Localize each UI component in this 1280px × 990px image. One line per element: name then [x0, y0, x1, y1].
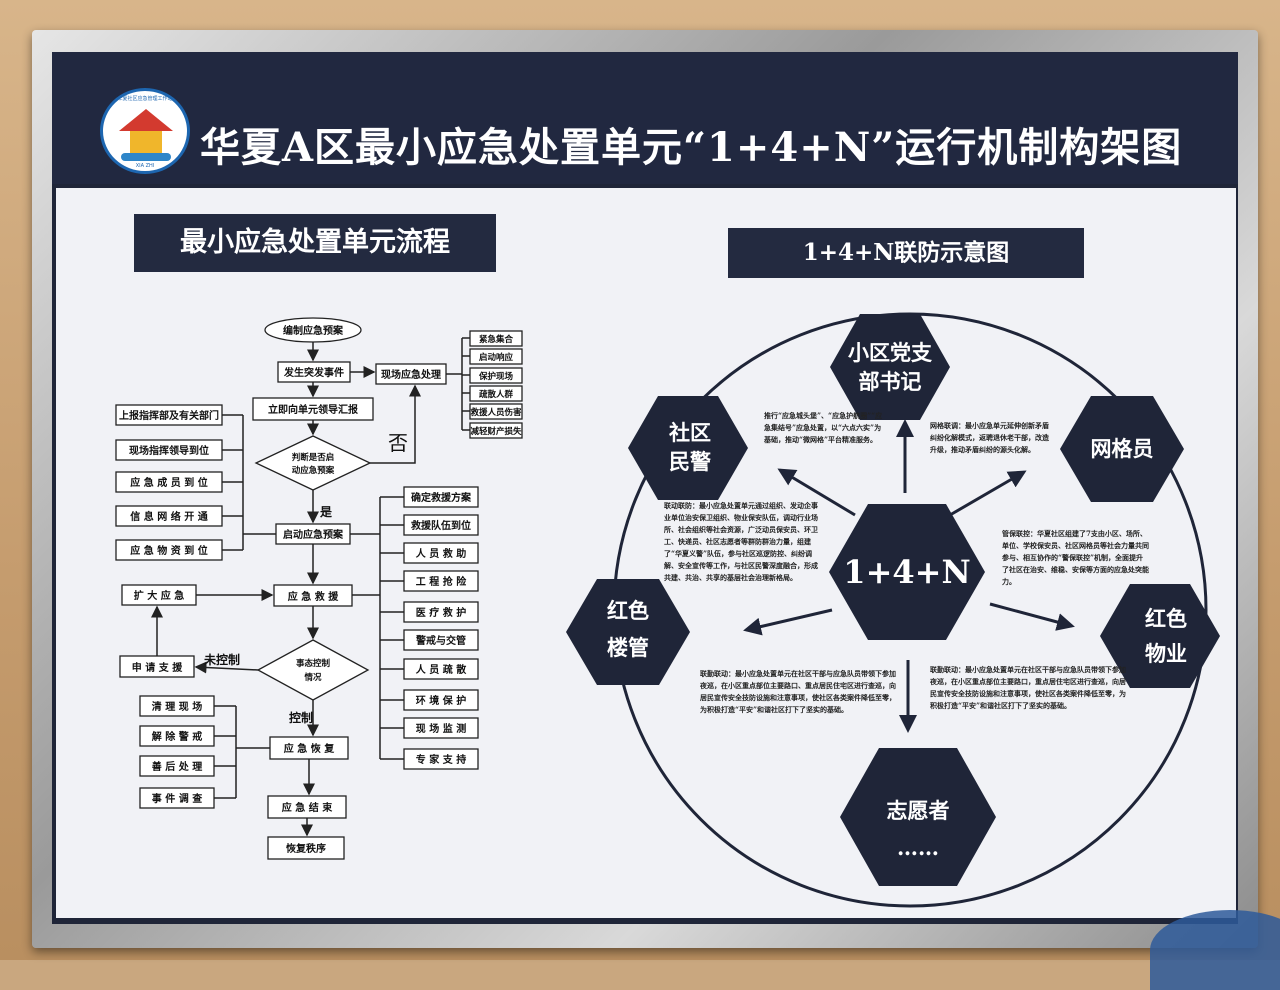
- node-police-line2: 民警: [669, 449, 711, 474]
- right-action-item: 人 员 疏 散: [416, 663, 467, 676]
- node-volunteer-dots: ……: [897, 835, 939, 860]
- site-action-list: 紧急集合 启动响应 保护现场 疏散人群 救援人员伤害 减轻财产损失: [469, 330, 523, 439]
- flow-node-event: 发生突发事件: [283, 366, 344, 379]
- network-diagram: 1+4+N 小区党支 部书记 社区 民警 网格员 红色 楼管 红色 物业 志愿者…: [566, 312, 1220, 908]
- flow-heading: 最小应急处置单元流程: [134, 214, 496, 272]
- logo-wave-icon: [121, 153, 171, 161]
- flow-node-onsite: 现场应急处理: [381, 368, 441, 381]
- flow-yes-label: 是: [319, 505, 333, 519]
- flow-no-label: 否: [388, 431, 408, 455]
- note-bottom-left: 联勤联动：最小应急处置单元在社区干部与应急队员带领下参加夜巡，在小区重点部位主要…: [700, 669, 896, 714]
- flow-node-report: 立即向单元领导汇报: [268, 403, 358, 416]
- bottom-band: [52, 918, 1238, 924]
- flow-node-rescue: 应 急 救 援: [288, 590, 339, 603]
- center-hexagon: [829, 504, 985, 640]
- node-hex-red-property: [1100, 584, 1220, 688]
- right-action-item: 工 程 抢 险: [416, 575, 467, 588]
- site-action-item: 救援人员伤害: [470, 407, 522, 418]
- right-action-item: 救援队伍到位: [411, 519, 471, 532]
- center-label: 1+4+N: [843, 553, 970, 591]
- note-top: 推行“应急城头堡”、“应急护航圈”“应急集结号”应急处置，以“六点六实”为基础，…: [764, 411, 883, 444]
- diagram-canvas: 编制应急预案 发生突发事件 现场应急处理 立即向单元领导汇报 判断是否启 动应急…: [115, 312, 1220, 908]
- flow-node-apply: 申 请 支 援: [132, 661, 183, 674]
- flow-node-activate: 启动应急预案: [283, 528, 344, 541]
- right-action-item: 专 家 支 持: [416, 753, 466, 766]
- site-action-item: 启动响应: [479, 352, 514, 363]
- flow-box-restore: [267, 836, 345, 860]
- flow-node-expand: 扩 大 应 急: [134, 589, 184, 602]
- left-action-list: 上报指挥部及有关部门 现场指挥领导到位 应 急 成 员 到 位 信 息 网 络 …: [115, 404, 223, 561]
- node-hex-party-secretary: [830, 314, 950, 420]
- content-panel: [56, 188, 1236, 918]
- logo-house-icon: [130, 131, 162, 153]
- right-action-item: 现 场 监 测: [416, 722, 466, 735]
- site-action-item: 紧急集合: [479, 334, 514, 345]
- flow-decision-control: [256, 639, 370, 701]
- node-hex-police: [628, 396, 748, 500]
- flow-decision-plan-line1: 判断是否启: [292, 452, 335, 463]
- node-volunteer: 志愿者: [887, 798, 950, 823]
- left-action-item: 应 急 成 员 到 位: [130, 476, 207, 489]
- node-party-secretary-line1: 小区党支: [848, 340, 933, 365]
- node-hex-volunteer: [840, 748, 996, 886]
- logo-umbrella-icon: [119, 109, 173, 131]
- note-left: 联动联防：最小应急处置单元通过组织、发动企事业单位治安保卫组织、物业保安队伍，调…: [664, 501, 818, 582]
- logo-bottom-text: XIA ZHI: [135, 163, 155, 169]
- site-action-item: 减轻财产损失: [470, 426, 522, 437]
- flow-node-end: 应 急 结 束: [282, 801, 333, 814]
- node-red-building-line2: 楼管: [607, 635, 649, 660]
- left-action-item: 应 急 物 资 到 位: [130, 544, 207, 557]
- community-logo: 华夏社区应急管理工作站 XIA ZHI: [100, 88, 190, 174]
- right-action-item: 警戒与交管: [415, 634, 466, 647]
- node-hex-grid-worker: [1060, 396, 1184, 502]
- recovery-action-item: 事 件 调 查: [152, 792, 203, 805]
- right-action-list: 确定救援方案 救援队伍到位 人 员 救 助 工 程 抢 险 医 疗 救 护 警戒…: [403, 486, 479, 770]
- recovery-action-item: 善 后 处 理: [152, 760, 202, 773]
- node-party-secretary-line2: 部书记: [859, 369, 922, 394]
- node-red-building-line1: 红色: [607, 598, 649, 623]
- network-heading: 1+4+N联防示意图: [728, 228, 1084, 278]
- flow-uncontrolled-label: 未控制: [203, 652, 240, 667]
- left-action-item: 信 息 网 络 开 通: [130, 510, 207, 523]
- flow-controlled-label: 控制: [289, 710, 313, 725]
- node-red-property-line1: 红色: [1145, 606, 1187, 631]
- flow-decision-control-line1: 事态控制: [296, 658, 331, 669]
- node-hex-red-building: [566, 579, 690, 685]
- logo-top-text: 华夏社区应急管理工作站: [117, 96, 173, 102]
- right-action-item: 环 境 保 护: [416, 694, 466, 707]
- right-action-item: 医 疗 救 护: [416, 606, 466, 619]
- site-action-item: 保护现场: [478, 371, 514, 382]
- site-action-item: 疏散人群: [479, 389, 514, 400]
- note-top-right: 网格联调：最小应急单元延伸创新矛盾纠纷化解模式，返聘退休老干部，改造升级，推动矛…: [930, 421, 1049, 454]
- node-red-property-line2: 物业: [1145, 641, 1187, 666]
- recovery-action-list: 清 理 现 场 解 除 警 戒 善 后 处 理 事 件 调 查: [139, 695, 215, 809]
- left-action-item: 现场指挥领导到位: [129, 444, 209, 457]
- poster-title: 华夏A区最小应急处置单元“1+4+N”运行机制构架图: [200, 124, 1183, 171]
- note-bottom-right: 联勤联动：最小应急处置单元在社区干部与应急队员带领下参加夜巡，在小区重点部位主要…: [930, 665, 1126, 710]
- node-grid-worker: 网格员: [1091, 436, 1154, 461]
- flowchart: 编制应急预案 发生突发事件 现场应急处理 立即向单元领导汇报 判断是否启 动应急…: [115, 317, 523, 860]
- right-action-item: 人 员 救 助: [416, 547, 466, 560]
- flow-decision-plan-line2: 动应急预案: [292, 465, 335, 476]
- note-right: 管保联控：华夏社区组建了7支由小区、场所、单位、学校保安员、社区网格员等社会力量…: [1002, 529, 1149, 586]
- right-action-item: 确定救援方案: [411, 491, 472, 504]
- flow-decision-control-line2: 情况: [303, 672, 322, 683]
- flow-node-recovery: 应 急 恢 复: [284, 742, 335, 755]
- node-police-line1: 社区: [668, 420, 711, 445]
- recovery-action-item: 解 除 警 戒: [152, 730, 202, 743]
- left-action-item: 上报指挥部及有关部门: [119, 409, 219, 422]
- flow-node-restore: 恢复秩序: [286, 842, 326, 855]
- flow-node-plan: 编制应急预案: [283, 324, 344, 337]
- flow-decision-plan: [254, 435, 372, 491]
- poster-header: [52, 52, 1238, 184]
- recovery-action-item: 清 理 现 场: [152, 700, 202, 713]
